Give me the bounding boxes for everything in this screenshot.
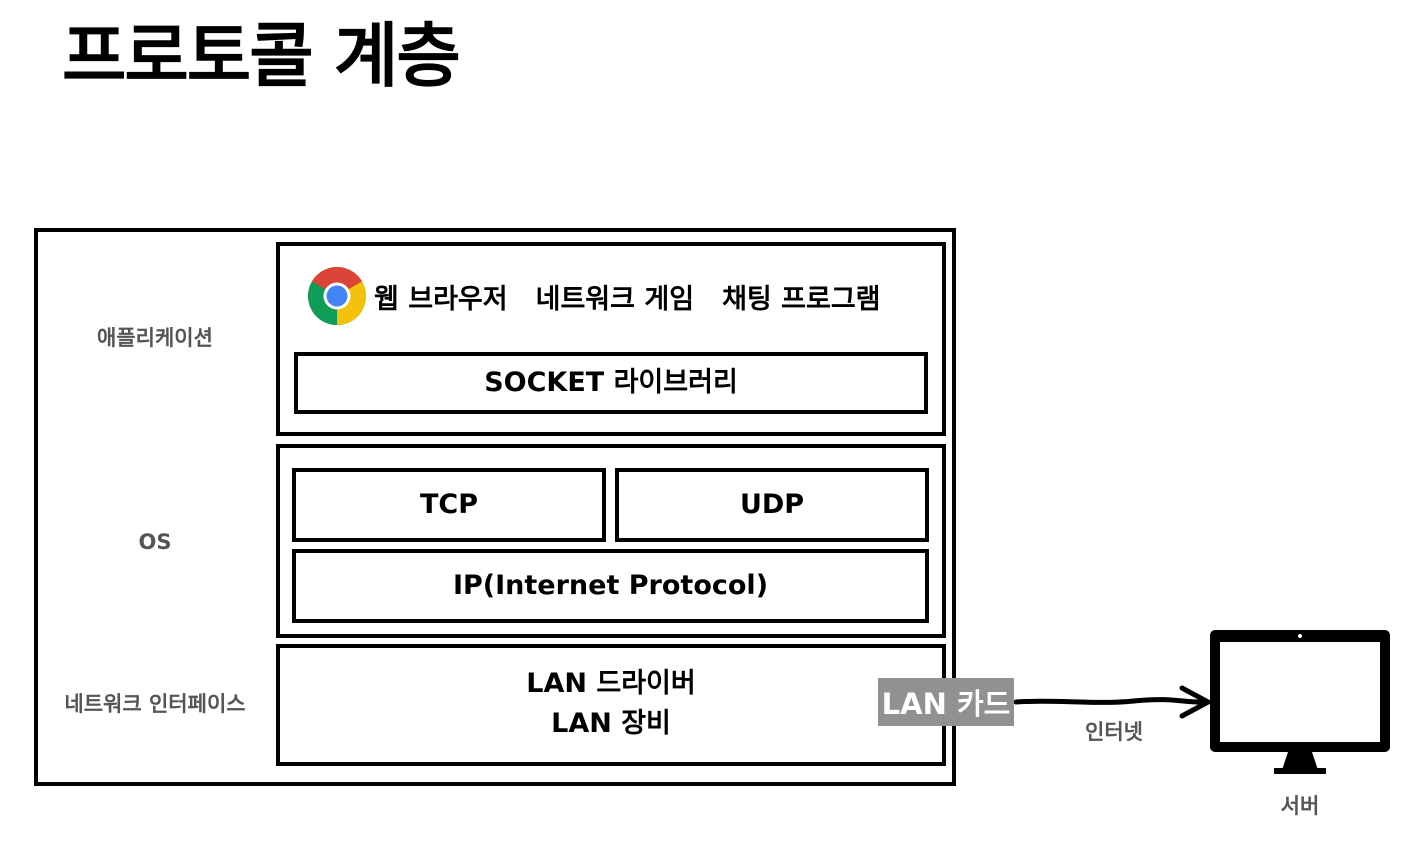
layer-label-network-interface: 네트워크 인터페이스 xyxy=(64,692,246,716)
server-label: 서버 xyxy=(1280,794,1320,818)
socket-library-box: SOCKET 라이브러리 xyxy=(294,352,928,414)
socket-library-label: SOCKET 라이브러리 xyxy=(484,367,738,398)
internet-label: 인터넷 xyxy=(1085,720,1143,744)
layer-label-os: OS xyxy=(138,530,172,554)
page-title: 프로토콜 계층 xyxy=(62,15,461,97)
tcp-box: TCP xyxy=(292,468,606,542)
ip-box: IP(Internet Protocol) xyxy=(292,549,929,623)
app-network-game: 네트워크 게임 xyxy=(535,283,695,315)
app-chat-program: 채팅 프로그램 xyxy=(722,283,881,315)
lan-card-badge: LAN 카드 xyxy=(878,678,1014,726)
internet-arrow xyxy=(1014,685,1211,719)
layer-label-application: 애플리케이션 xyxy=(97,326,213,350)
ip-label: IP(Internet Protocol) xyxy=(452,570,769,601)
udp-box: UDP xyxy=(615,468,929,542)
lan-driver-label: LAN 드라이버 xyxy=(526,668,696,699)
chrome-icon xyxy=(308,267,366,325)
tcp-label: TCP xyxy=(419,489,479,520)
app-browser: 웹 브라우저 xyxy=(374,283,508,315)
monitor-icon xyxy=(1210,630,1390,774)
lan-device-label: LAN 장비 xyxy=(551,708,671,739)
network-interface-layer-box xyxy=(276,644,946,766)
app-list: 웹 브라우저 네트워크 게임 채팅 프로그램 xyxy=(308,264,938,328)
udp-label: UDP xyxy=(739,489,805,520)
